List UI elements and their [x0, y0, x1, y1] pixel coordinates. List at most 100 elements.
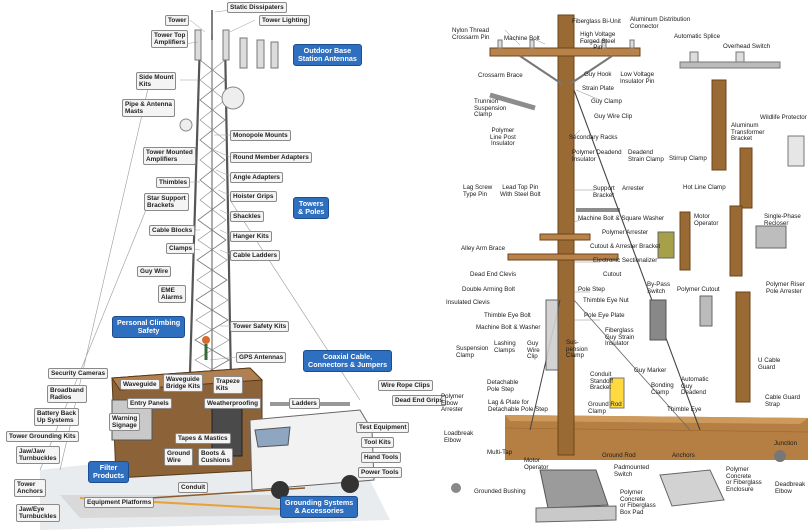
label-motor-operator: Motor Operator [694, 213, 719, 227]
label-multi-tap: Multi-Tap [487, 449, 513, 456]
label-arrester: Arrester [622, 185, 645, 192]
label-support-bracket: Support Bracket [593, 185, 615, 199]
label-cutout: Cutout [603, 271, 622, 278]
label-by-pass-switch: By-Pass Switch [647, 281, 671, 295]
category-grounding-systems[interactable]: Grounding Systems & Accessories [280, 496, 359, 518]
label-overhead-switch: Overhead Switch [723, 43, 771, 50]
underground-equipment [451, 450, 786, 523]
label-pole-eye-plate: Pole Eye Plate [584, 312, 625, 319]
label-cable-blocks: Cable Blocks [149, 225, 196, 236]
label-guy-wire-clip: Guy Wire Clip [594, 113, 633, 120]
label-machine-bolt: Machine Bolt [504, 35, 540, 42]
label-strain-plate: Strain Plate [582, 85, 614, 92]
label-jaw-eye-turnbuckles: Jaw/Eye Turnbuckles [16, 504, 60, 522]
label-pipe-antenna-masts: Pipe & Antenna Masts [122, 99, 175, 117]
label-ladders: Ladders [289, 398, 320, 409]
main-utility-pole [489, 14, 701, 456]
cutout-riser-pole [649, 291, 751, 403]
label-loadbreak-elbow: Loadbreak Elbow [444, 430, 474, 444]
label-bonding-clamp: Bonding Clamp [651, 382, 674, 396]
label-test-equipment: Test Equipment [356, 422, 410, 433]
label-u-cable-guard: U Cable Guard [758, 357, 781, 371]
label-gps-antennas: GPS Antennas [236, 352, 287, 363]
label-junction: Junction [774, 440, 798, 447]
category-personal-climbing-safety[interactable]: Personal Climbing Safety [112, 316, 186, 338]
label-tower-safety-kits: Tower Safety Kits [230, 321, 290, 332]
label-star-support-brackets: Star Support Brackets [144, 193, 189, 211]
label-tower-mounted-amplifiers: Tower Mounted Amplifiers [143, 147, 196, 165]
label-polymer-line-post-insulator: Polymer Line Post Insulator [490, 127, 516, 148]
utility-van [249, 402, 375, 499]
label-secondary-racks: Secondary Racks [569, 134, 618, 141]
label-cutout-arrester-bracket: Cutout & Arrester Bracket [590, 243, 661, 250]
label-detachable-pole-step: Detachable Pole Step [487, 379, 519, 393]
label-nylon-thread-crossarm-pin: Nylon Thread Crossarm Pin [452, 27, 490, 41]
category-outdoor-base-station-antennas[interactable]: Outdoor Base Station Antennas [293, 44, 362, 66]
label-ground-rod-clamp: Ground Rod Clamp [588, 401, 622, 415]
label-suspension-clamp-2: Sus- pension Clamp [566, 339, 588, 360]
label-tapes-mastics: Tapes & Mastics [175, 433, 231, 444]
category-coaxial-cable[interactable]: Coaxial Cable, Connectors & Jumpers [303, 350, 393, 372]
label-high-voltage-forged-steel-pin: High Voltage Forged Steel Pin [580, 31, 616, 52]
label-insulated-clevis: Insulated Clevis [446, 299, 490, 306]
label-double-arming-bolt: Double Arming Bolt [462, 286, 515, 293]
label-automatic-splice: Automatic Splice [674, 33, 721, 40]
label-tower-top-amplifiers: Tower Top Amplifiers [151, 30, 189, 48]
label-polymer-concrete-enclosure: Polymer Concrete or Fiberglass Enclosure [726, 466, 762, 493]
overhead-switch-assembly [679, 51, 781, 171]
label-round-member-adapters: Round Member Adapters [230, 152, 312, 163]
label-conduit-standoff-bracket: Conduit Standoff Bracket [590, 371, 613, 392]
label-warning-signage: Warning Signage [109, 413, 141, 431]
label-hand-tools: Hand Tools [361, 452, 402, 463]
label-automatic-guy-deadend: Automatic Guy Deadend [681, 376, 709, 397]
label-crossarm-brace: Crossarm Brace [478, 72, 523, 79]
label-motor-operator-2: Motor Operator [524, 457, 549, 471]
label-grounded-bushing: Grounded Bushing [474, 488, 526, 495]
label-waveguide-bridge-kits: Waveguide Bridge Kits [163, 374, 204, 392]
label-polymer-concrete-box-pad: Polymer Concrete or Fiberglass Box Pad [620, 489, 656, 516]
label-low-voltage-insulator-pin: Low Voltage Insulator Pin [620, 71, 655, 85]
label-guy-marker: Guy Marker [634, 367, 667, 374]
label-entry-panels: Entry Panels [127, 398, 172, 409]
label-hoister-grips: Hoister Grips [230, 191, 277, 202]
label-tool-kits: Tool Kits [361, 437, 394, 448]
label-polymer-arrester: Polymer Arrester [602, 229, 649, 236]
label-aluminum-distribution-connector: Aluminum Distribution Connector [630, 16, 691, 30]
label-alley-arm-brace: Alley Arm Brace [461, 245, 506, 252]
label-fiberglass-guy-strain-insulator: Fiberglass Guy Strain Insulator [605, 327, 635, 348]
label-stirrup-clamp: Stirrup Clamp [669, 155, 707, 162]
label-weatherproofing: Weatherproofing [204, 398, 262, 409]
label-cable-ladders: Cable Ladders [230, 250, 281, 261]
label-fiberglass-bi-unit: Fiberglass Bi-Unit [572, 18, 621, 25]
label-guy-hook: Guy Hook [584, 71, 612, 78]
label-thimble-eye-bolt: Thimble Eye Bolt [484, 312, 531, 319]
category-filter-products[interactable]: Filter Products [88, 461, 130, 483]
label-wire-rope-clips: Wire Rope Clips [378, 380, 433, 391]
category-towers-poles[interactable]: Towers & Poles [293, 197, 330, 219]
label-hanger-kits: Hanger Kits [230, 231, 272, 242]
label-padmounted-switch: Padmounted Switch [614, 464, 650, 478]
label-polymer-riser-pole-arrester: Polymer Riser Pole Arrester [766, 281, 805, 295]
label-trunnion-suspension-clamp: Trunnion Suspension Clamp [474, 98, 507, 119]
label-eme-alarms: EME Alarms [158, 285, 186, 303]
label-deadend-strain-clamp: Deadend Strain Clamp [628, 149, 664, 163]
label-deadbreak-elbow: Deadbreak Elbow [775, 481, 806, 495]
label-monopole-mounts: Monopole Mounts [230, 130, 291, 141]
label-suspension-clamp: Suspension Clamp [456, 345, 489, 359]
label-tower-lighting: Tower Lighting [259, 15, 311, 26]
transformer-and-recloser [657, 135, 805, 277]
label-lag-plate-detachable-pole-step: Lag & Plate for Detachable Pole Step [488, 399, 548, 413]
ground-cross-section [504, 415, 808, 460]
label-side-mount-kits: Side Mount Kits [136, 72, 177, 90]
label-tower: Tower [165, 15, 190, 26]
label-thimble-eye: Thimble Eye [667, 406, 702, 413]
right-leader-lines [504, 29, 606, 321]
label-angle-adapters: Angle Adapters [230, 172, 283, 183]
label-guy-wire: Guy Wire [137, 266, 171, 277]
label-broadband-radios: Broadband Radios [47, 385, 87, 403]
label-electronic-sectionalizer: Electronic Sectionalizer [593, 257, 658, 264]
label-polymer-elbow-arrester: Polymer Elbow Arrester [441, 393, 464, 414]
label-machine-bolt-washer: Machine Bolt & Washer [476, 324, 541, 331]
label-anchors: Anchors [672, 452, 695, 459]
